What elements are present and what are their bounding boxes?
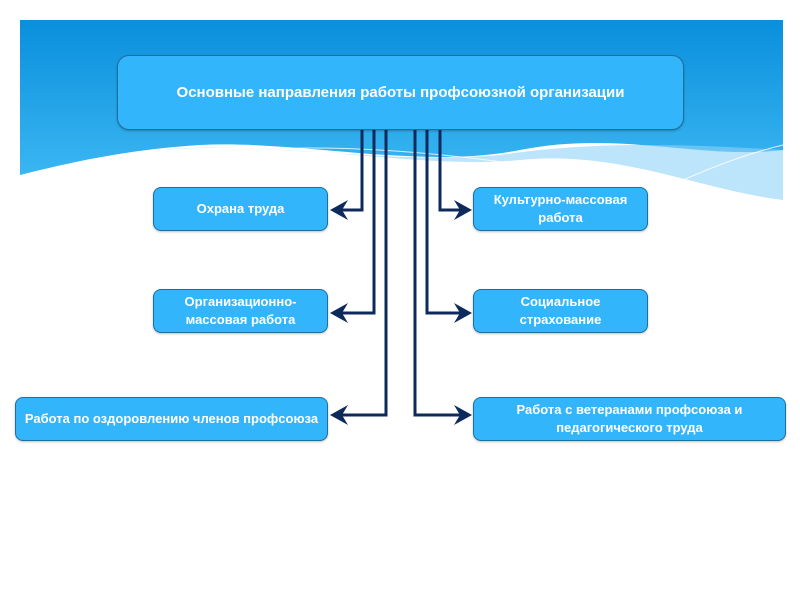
arrow-right-icon	[454, 200, 472, 220]
arrow-right-icon	[454, 405, 472, 425]
item-label: Работа по оздоровлению членов профсоюза	[24, 411, 319, 426]
item-label: Социальное страхование	[519, 294, 602, 327]
connector-right-2	[425, 130, 463, 315]
item-box-veterans-work: Работа с ветеранами профсоюза и педагоги…	[473, 397, 786, 441]
connector-right-3	[413, 130, 463, 417]
item-box-occupational-safety: Охрана труда	[153, 187, 328, 231]
arrow-left-icon	[330, 303, 348, 323]
arrow-right-icon	[454, 303, 472, 323]
connector-right-1	[438, 130, 463, 212]
arrow-left-icon	[330, 200, 348, 220]
item-label: Работа с ветеранами профсоюза и педагоги…	[516, 402, 743, 435]
item-box-health-improvement: Работа по оздоровлению членов профсоюза	[15, 397, 328, 441]
item-box-organizational-work: Организационно-массовая работа	[153, 289, 328, 333]
connector-left-1	[338, 130, 364, 212]
main-title: Основные направления работы профсоюзной …	[176, 83, 625, 101]
item-label: Охрана труда	[196, 201, 285, 216]
arrow-left-icon	[330, 405, 348, 425]
item-label: Организационно-массовая работа	[184, 294, 297, 327]
main-title-box: Основные направления работы профсоюзной …	[117, 55, 684, 130]
connector-left-2	[338, 130, 376, 315]
item-box-cultural-work: Культурно-массовая работа	[473, 187, 648, 231]
item-label: Культурно-массовая работа	[493, 192, 628, 225]
connector-left-3	[338, 130, 388, 417]
item-box-social-insurance: Социальное страхование	[473, 289, 648, 333]
